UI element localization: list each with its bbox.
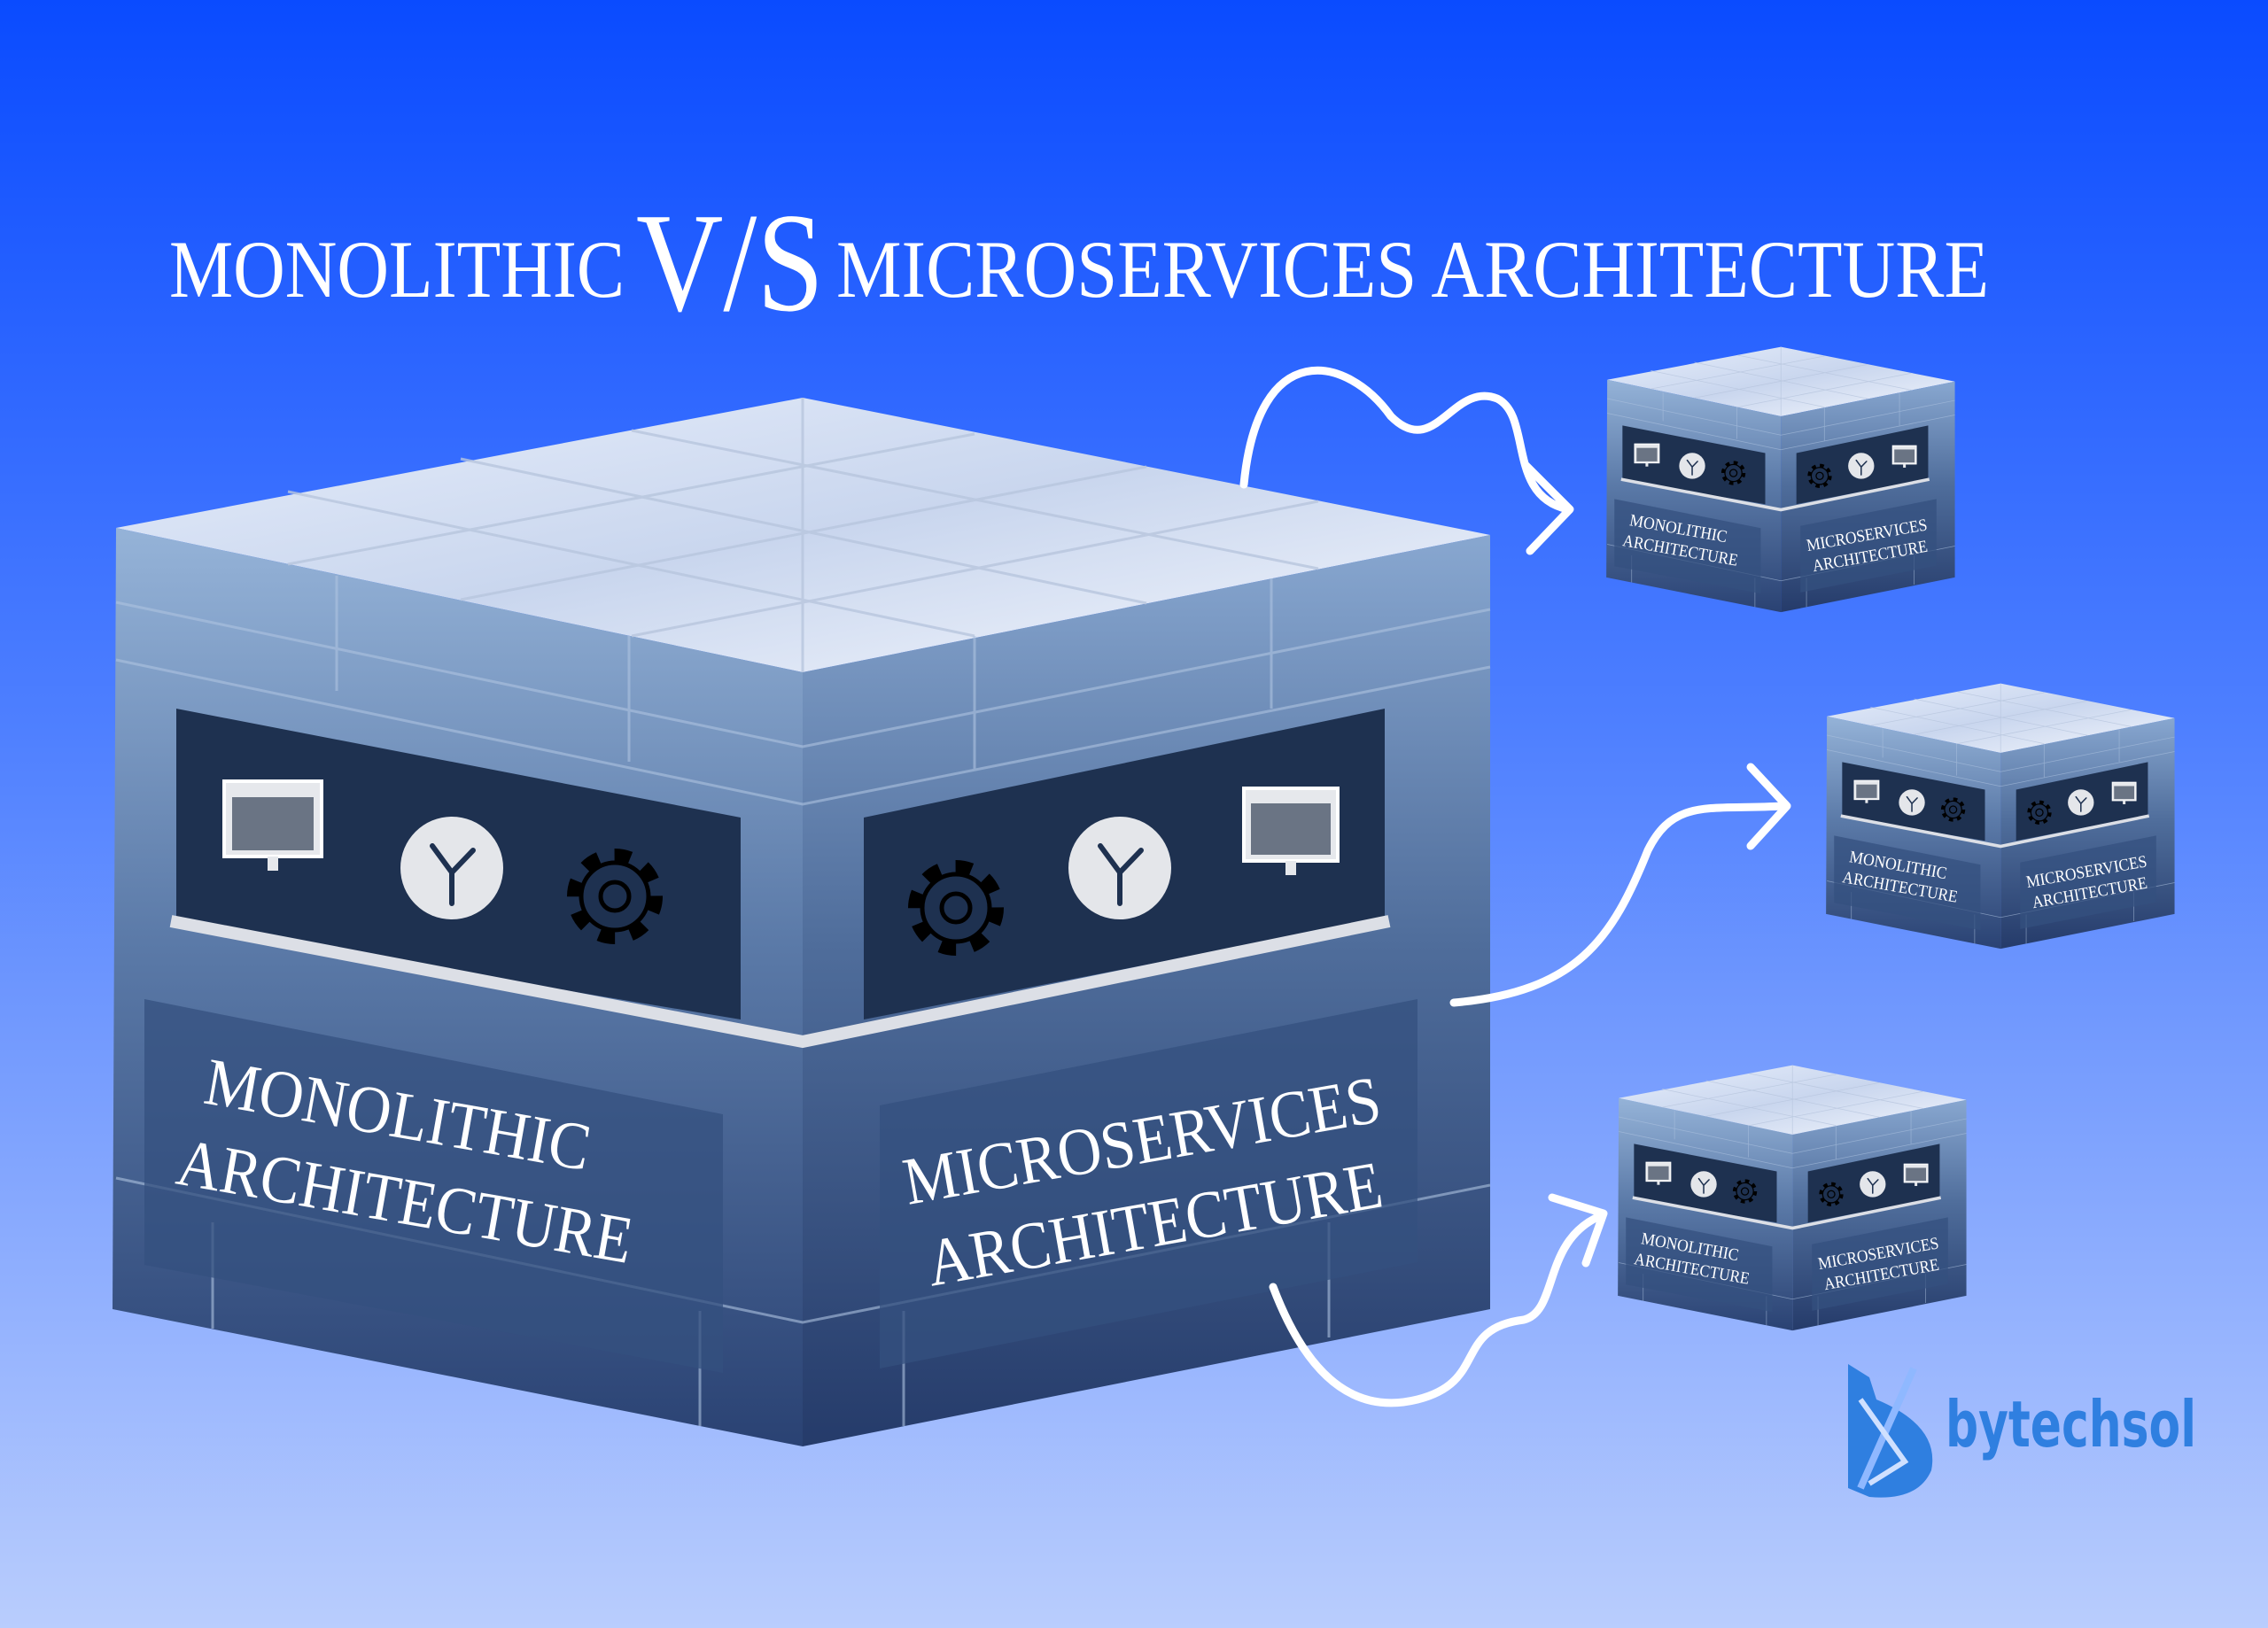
bytechsol-logo-icon [1848, 1364, 1933, 1498]
bytechsol-logo-text: bytechsol [1946, 1387, 2196, 1461]
monitor-icon [222, 779, 323, 871]
gear-icon [908, 860, 1004, 956]
right-label-panel [880, 999, 1418, 1368]
gear-icon [567, 849, 663, 944]
arrow-to-service-2 [1449, 763, 1791, 1007]
left-label-panel [144, 999, 723, 1373]
microservice-cube-3 [1618, 1066, 1966, 1331]
title-right: MICROSERVICES ARCHITECTURE [836, 224, 1989, 314]
bytechsol-logo: bytechsol [1848, 1364, 2196, 1498]
arrow-to-service-3 [1269, 1193, 1608, 1407]
monolithic-cube: MONOLITHIC ARCHITECTURE MICROSERVICES AR… [113, 398, 1491, 1446]
fork-circle-icon [400, 817, 503, 919]
fork-circle-icon [1068, 817, 1171, 919]
cube-ledge [169, 915, 1391, 1049]
microservice-cube-1 [1606, 347, 1954, 613]
title-versus: V/S [636, 183, 824, 341]
monitor-icon [1242, 787, 1340, 875]
microservice-cube-2 [1826, 684, 2174, 950]
title-left: MONOLITHIC [169, 224, 625, 314]
arrow-to-service-1 [1239, 366, 1574, 555]
